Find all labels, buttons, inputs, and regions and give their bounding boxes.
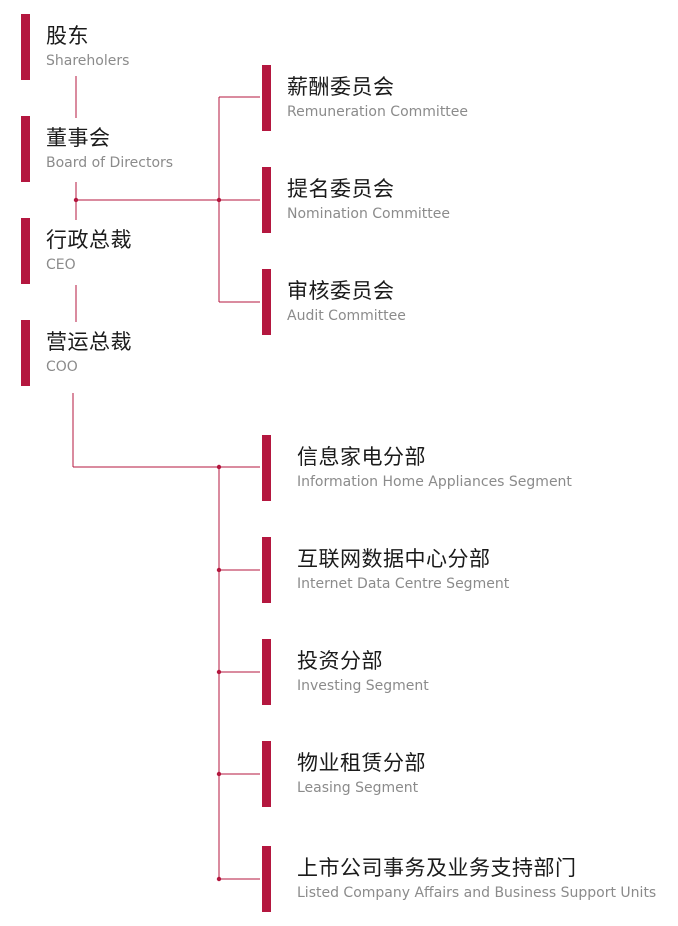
node-accent-bar [262, 537, 271, 603]
node-title: 行政总裁 [46, 228, 132, 252]
node-accent-bar [262, 167, 271, 233]
node-accent-bar [262, 741, 271, 807]
node-accent-bar [21, 14, 30, 80]
node-accent-bar [262, 435, 271, 501]
node-subtitle: Remuneration Committee [287, 104, 469, 120]
node-subtitle: Board of Directors [46, 155, 174, 171]
junction-dot [216, 197, 222, 203]
node-subtitle: COO [46, 359, 78, 375]
node-title: 提名委员会 [287, 177, 395, 201]
node-title: 薪酬委员会 [287, 75, 395, 99]
node-title: 董事会 [46, 126, 111, 150]
node-accent-bar [21, 218, 30, 284]
node-subtitle: Investing Segment [297, 678, 429, 694]
node-title: 投资分部 [297, 649, 383, 673]
node-title: 上市公司事务及业务支持部门 [297, 856, 577, 880]
node-accent-bar [262, 639, 271, 705]
node-subtitle: Internet Data Centre Segment [297, 576, 510, 592]
node-subtitle: Listed Company Affairs and Business Supp… [297, 885, 657, 901]
node-accent-bar [21, 116, 30, 182]
junction-dot [216, 464, 222, 470]
node-title: 物业租赁分部 [297, 751, 426, 775]
node-accent-bar [262, 846, 271, 912]
node-title: 股东 [46, 24, 89, 48]
node-accent-bar [262, 269, 271, 335]
node-subtitle: Audit Committee [287, 308, 406, 324]
node-subtitle: Leasing Segment [297, 780, 419, 796]
junction-dot [216, 567, 222, 573]
junction-dot [73, 197, 79, 203]
node-subtitle: Shareholers [46, 53, 130, 69]
node-title: 互联网数据中心分部 [297, 547, 491, 571]
node-title: 审核委员会 [287, 279, 395, 303]
node-accent-bar [262, 65, 271, 131]
node-subtitle: Information Home Appliances Segment [297, 474, 572, 490]
node-title: 营运总裁 [46, 330, 132, 354]
node-title: 信息家电分部 [297, 445, 426, 469]
node-accent-bar [21, 320, 30, 386]
junction-dot [216, 669, 222, 675]
junction-dot [216, 771, 222, 777]
junction-dot [216, 876, 222, 882]
node-subtitle: CEO [46, 257, 76, 273]
node-subtitle: Nomination Committee [287, 206, 450, 222]
